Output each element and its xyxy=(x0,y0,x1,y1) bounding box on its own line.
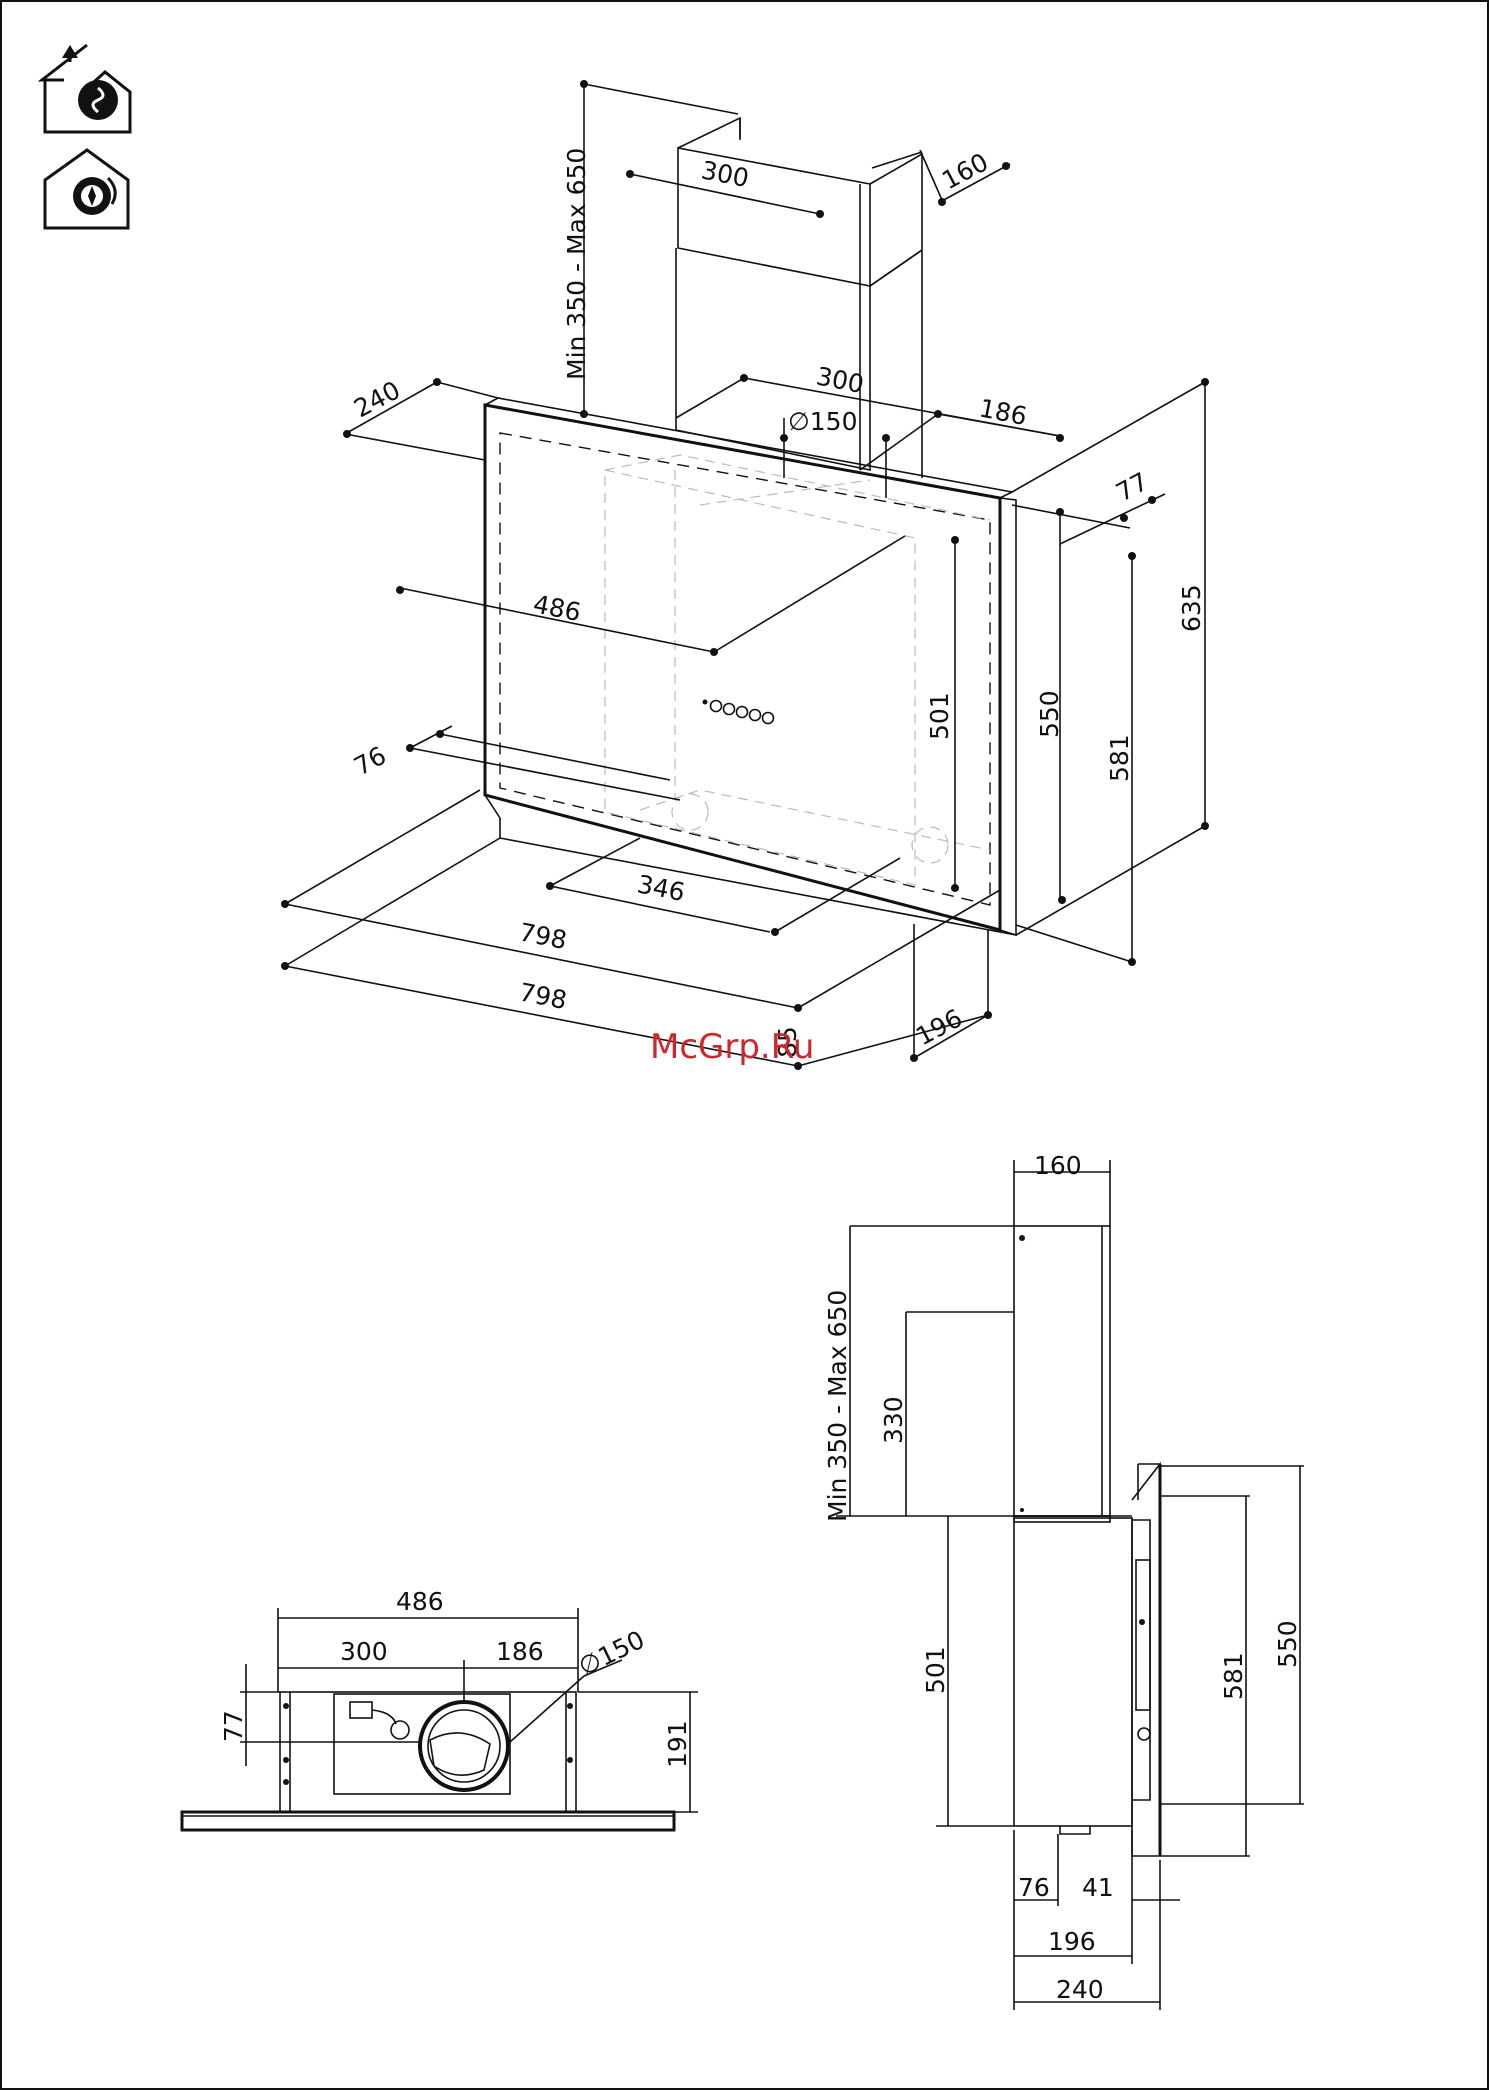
side-d76-label: 76 xyxy=(1018,1873,1050,1902)
side-h501-label: 501 xyxy=(921,1646,950,1694)
side-d41-label: 41 xyxy=(1082,1873,1114,1902)
control-knobs xyxy=(703,700,774,724)
side-d196-label: 196 xyxy=(1048,1927,1096,1956)
top-h191-label: 191 xyxy=(663,1720,692,1768)
side-h330-label: 330 xyxy=(879,1396,908,1444)
iso-height-581-label: 581 xyxy=(1105,734,1134,782)
side-h581-label: 581 xyxy=(1219,1652,1248,1700)
side-h550-label: 550 xyxy=(1273,1620,1302,1668)
iso-width-486-label: 486 xyxy=(531,589,583,627)
side-chimney-range-label: Min 350 - Max 650 xyxy=(823,1290,852,1522)
recirculation-mode-icon xyxy=(45,150,128,228)
side-d240-label: 240 xyxy=(1056,1975,1104,2004)
side-view: 160 Min 350 - Max 650 330 501 581 550 76… xyxy=(823,1151,1304,2010)
top-w300-label: 300 xyxy=(340,1637,388,1666)
top-w486-label: 486 xyxy=(396,1587,444,1616)
iso-outlet-diameter-label: ∅150 xyxy=(788,407,858,436)
iso-width-798b-label: 798 xyxy=(517,977,569,1015)
isometric-view: Min 350 - Max 650 300 160 240 300 ∅150 1… xyxy=(281,80,1209,1070)
iso-chimney-range-label: Min 350 - Max 650 xyxy=(562,148,591,380)
iso-outlet-side-label: 186 xyxy=(977,393,1029,431)
top-view: 486 300 186 ∅150 77 191 xyxy=(182,1587,698,1830)
iso-height-635-label: 635 xyxy=(1177,584,1206,632)
side-chimney-depth-label: 160 xyxy=(1034,1151,1082,1180)
top-d77-label: 77 xyxy=(219,1710,248,1742)
iso-offset-76-label: 76 xyxy=(349,741,391,782)
iso-outlet-offset-label: 300 xyxy=(814,361,866,399)
top-w186-label: 186 xyxy=(496,1637,544,1666)
iso-depth-77-label: 77 xyxy=(1111,467,1153,508)
ducted-mode-icon xyxy=(42,45,130,132)
iso-height-501-label: 501 xyxy=(925,692,954,740)
iso-width-798a-label: 798 xyxy=(517,917,569,955)
iso-height-550-label: 550 xyxy=(1035,690,1064,738)
iso-width-346-label: 346 xyxy=(635,869,687,907)
watermark-text: McGrp.Ru xyxy=(650,1027,814,1067)
top-dia150-label: ∅150 xyxy=(574,1625,649,1682)
